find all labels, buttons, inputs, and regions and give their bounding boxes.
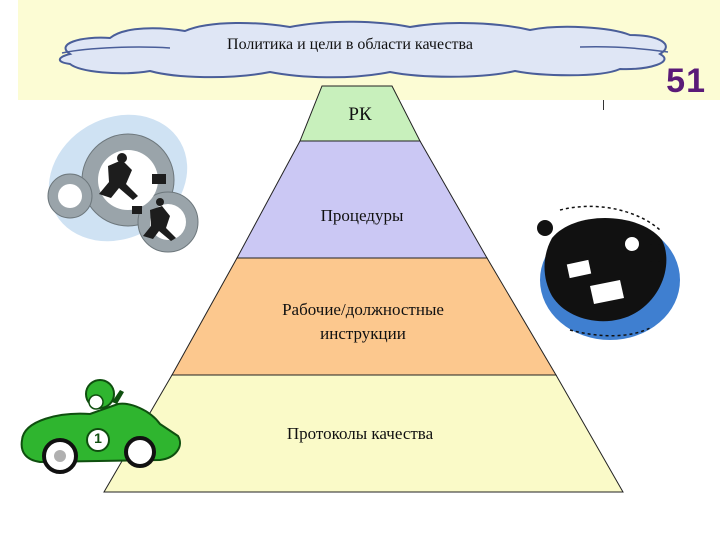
- pyramid-label-records: Протоколы качества: [286, 424, 434, 443]
- divider-tick: [603, 100, 604, 110]
- page-number: 51: [666, 62, 706, 100]
- pyramid-label-procedures: Процедуры: [320, 206, 404, 225]
- race-car-number: 1: [94, 430, 102, 446]
- pyramid-label-rk: РК: [348, 104, 372, 125]
- pyramid-label-instructions: Рабочие/должностные инструкции: [282, 300, 444, 343]
- quality-policy-banner-text: Политика и цели в области качества: [227, 36, 473, 53]
